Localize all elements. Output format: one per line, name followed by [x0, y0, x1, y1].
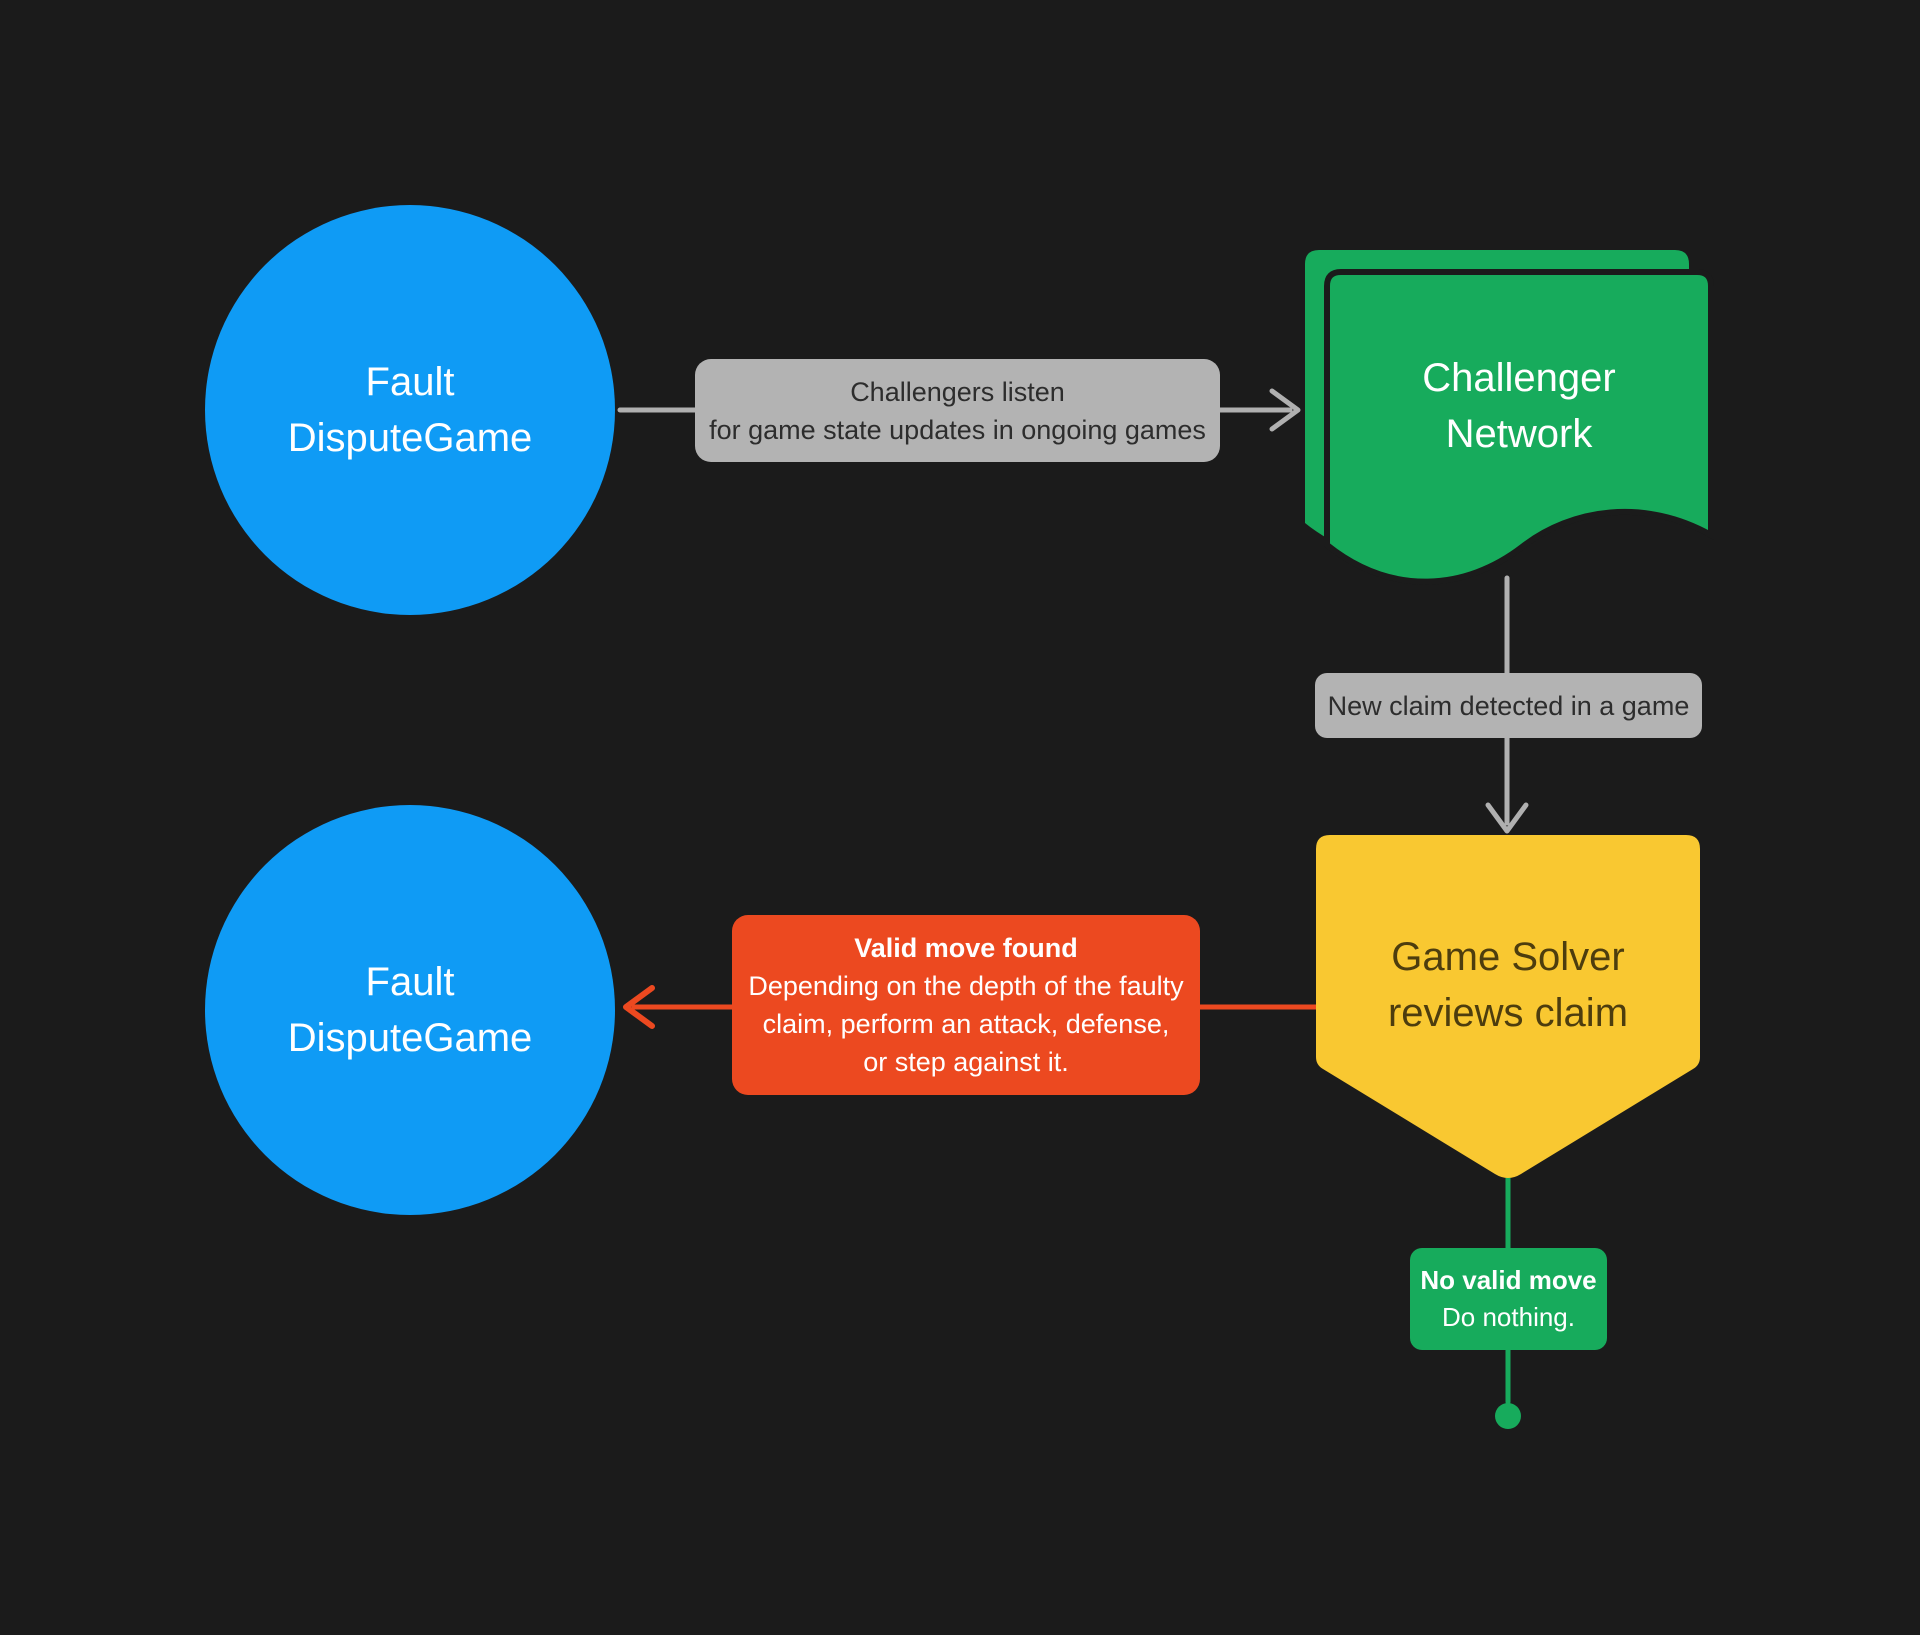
- node-label-line: DisputeGame: [287, 416, 533, 460]
- valid-move-title: Valid move found: [854, 933, 1078, 963]
- no-valid-move-title: No valid move: [1420, 1265, 1597, 1295]
- connector-label-line: New claim detected in a game: [1327, 690, 1690, 721]
- connector-label-line: for game state updates in ongoing games: [709, 414, 1206, 445]
- terminal-dot: [1495, 1403, 1521, 1429]
- arrowhead-left-icon: [623, 985, 655, 1029]
- label-challengers-listen: Challengers listen for game state update…: [695, 359, 1220, 462]
- valid-move-body-line: claim, perform an attack, defense,: [762, 1009, 1170, 1039]
- valid-move-body-line: Depending on the depth of the faulty: [748, 971, 1184, 1001]
- label-no-valid-move: No valid move Do nothing.: [1410, 1248, 1607, 1350]
- connector-label-line: Challengers listen: [850, 376, 1065, 407]
- node-fault-dispute-game-bottom: Fault DisputeGame: [205, 805, 615, 1215]
- node-label-line: DisputeGame: [287, 1016, 533, 1060]
- game-solver-pentagon: [1316, 835, 1700, 1178]
- label-new-claim: New claim detected in a game: [1315, 673, 1702, 738]
- node-label-line: Fault: [365, 360, 455, 404]
- challenger-network-document-front: [1324, 269, 1714, 585]
- node-fault-dispute-game-top: Fault DisputeGame: [205, 205, 615, 615]
- no-valid-move-body: Do nothing.: [1442, 1302, 1575, 1332]
- valid-move-body-line: or step against it.: [863, 1047, 1069, 1077]
- arrowhead-down-icon: [1485, 802, 1529, 834]
- node-label-line: Fault: [365, 960, 455, 1004]
- label-valid-move: Valid move found Depending on the depth …: [732, 915, 1200, 1095]
- arrowhead-right-icon: [1269, 388, 1301, 432]
